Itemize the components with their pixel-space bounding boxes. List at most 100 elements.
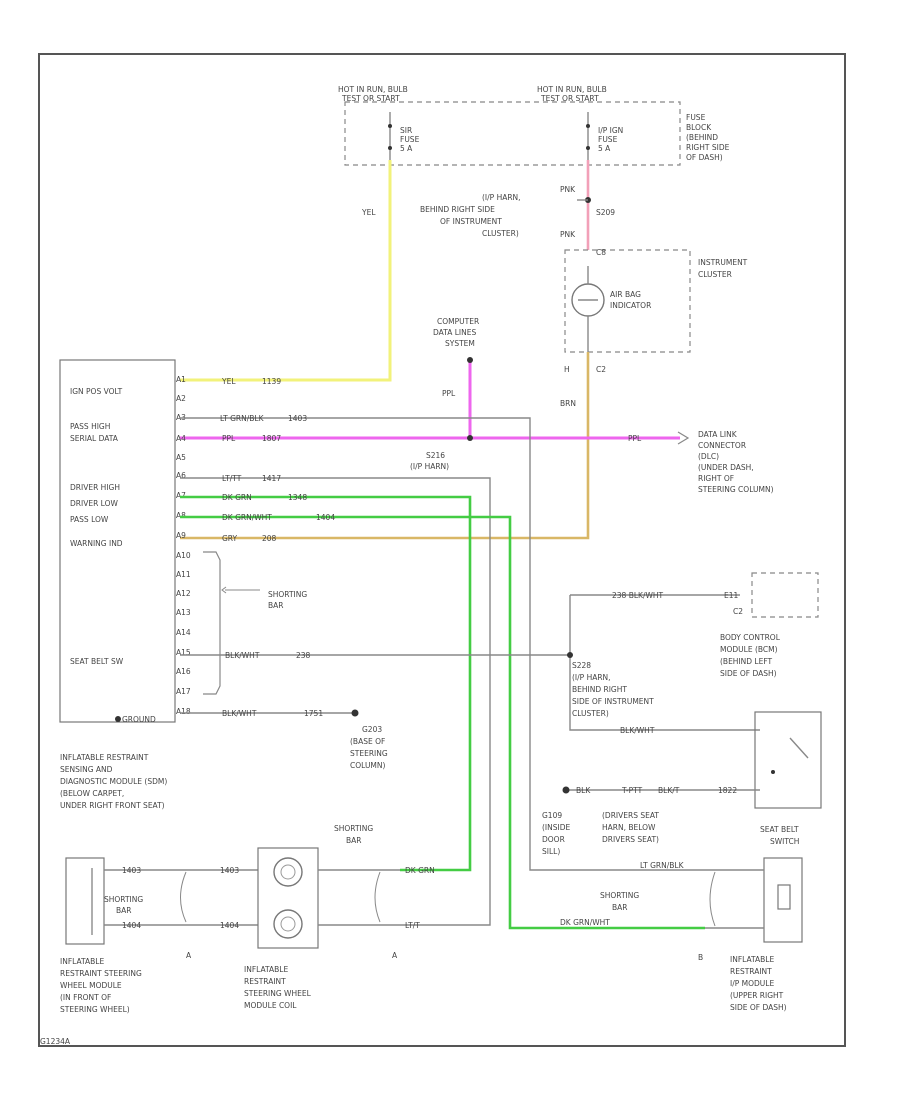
pin-a5: A5 xyxy=(176,453,186,462)
s228-splice-dot xyxy=(567,652,573,658)
g203-desc-2: STEERING xyxy=(350,749,388,758)
pin-a12: A12 xyxy=(176,589,191,598)
fuse-left-rating: 5 A xyxy=(400,144,413,153)
ip-module: LT GRN/BLK DK GRN/WHT SHORTING BAR B INF… xyxy=(560,857,803,1012)
bcm-desc-3: (BEHIND LEFT xyxy=(720,657,773,666)
diagram-frame xyxy=(38,53,846,1047)
coil-upper-inner xyxy=(280,864,296,880)
w-ltgrnblk-color: LT GRN/BLK xyxy=(220,414,265,423)
ip-shorting-bar-1: SHORTING xyxy=(600,891,639,900)
switch-contact-icon xyxy=(789,737,809,759)
g203-ground-dot xyxy=(351,709,359,717)
fuse-block: HOT IN RUN, BULB TEST OR START HOT IN RU… xyxy=(338,85,730,166)
lt-tt-wire xyxy=(180,477,491,926)
w-ppl-circuit: 1807 xyxy=(262,434,281,443)
sb-switch-2: SWITCH xyxy=(770,837,799,846)
s216-id: S216 xyxy=(426,451,445,460)
cdl-connector-dot xyxy=(467,357,473,363)
yel-power-wire xyxy=(180,160,392,382)
fuse-right-rating: 5 A xyxy=(598,144,611,153)
w-ppl-color: PPL xyxy=(222,434,236,443)
ip-desc-5: SIDE OF DASH) xyxy=(730,1003,787,1012)
g109-2: (INSIDE xyxy=(542,823,570,832)
bcm-c2: C2 xyxy=(733,607,743,616)
dlc-label-6: STEERING COLUMN) xyxy=(698,485,774,494)
sdm-shorting-bar-bracket xyxy=(203,551,221,695)
pin-a8: A8 xyxy=(176,511,186,520)
lt-grn-blk-wire xyxy=(180,417,705,871)
bcm-wire-label: 238 BLK/WHT xyxy=(612,591,664,600)
ppl-vertical-label: PPL xyxy=(442,389,456,398)
sdm-box xyxy=(59,359,176,723)
fuse-left-fuse: FUSE xyxy=(400,135,420,144)
steering-wheel-coil: SHORTING BAR A DK GRN LT/T INFLATABLE RE… xyxy=(244,824,435,1010)
s216-splice-dot xyxy=(467,435,473,441)
sw-shorting-bar-2: BAR xyxy=(116,906,132,915)
sb-harn-1: (DRIVERS SEAT xyxy=(602,811,659,820)
coil-box xyxy=(257,847,319,949)
sw-desc-2: RESTRAINT STEERING xyxy=(60,969,142,978)
w-dkgrnwht-circuit: 1404 xyxy=(316,513,335,522)
cdl-label-1: COMPUTER xyxy=(437,317,479,326)
ip-module-squib-icon xyxy=(777,884,791,910)
conn-b: B xyxy=(698,953,703,962)
s216-desc: (I/P HARN) xyxy=(410,462,449,471)
sdm-shorting-bar-2: BAR xyxy=(268,601,284,610)
s228-desc-3: SIDE OF INSTRUMENT xyxy=(572,697,654,706)
pnk-lower-label: PNK xyxy=(560,230,576,239)
pin-a4: A4 xyxy=(176,434,186,443)
dlc-label-3: (DLC) xyxy=(698,452,719,461)
lower-dkgrn-label: DK GRN xyxy=(405,866,435,875)
coil-lower-inner xyxy=(280,916,296,932)
bcm-desc-2: MODULE (BCM) xyxy=(720,645,778,654)
dlc-label-4: (UNDER DASH, xyxy=(698,463,754,472)
fuse-block-label-5: OF DASH) xyxy=(686,153,723,162)
w-ground-circuit: 1751 xyxy=(304,709,323,718)
s209-desc-4: CLUSTER) xyxy=(482,229,519,238)
sw-connector-shroud xyxy=(180,871,187,923)
sdm-desc-3: DIAGNOSTIC MODULE (SDM) xyxy=(60,777,167,786)
sw-wire-1: 1403 xyxy=(122,866,141,875)
conn-a-right: A xyxy=(392,951,398,960)
seat-belt-switch-box xyxy=(754,711,822,809)
sb-bottom-2: T-PTT xyxy=(621,786,643,795)
fuse-block-label-4: RIGHT SIDE xyxy=(686,143,730,152)
w-dkgrnwht-color: DK GRN/WHT xyxy=(222,513,272,522)
dlc-label-5: RIGHT OF xyxy=(698,474,734,483)
brn-wire-label: BRN xyxy=(560,399,576,408)
switch-contact-dot xyxy=(771,770,775,774)
w-seatbelt-circuit: 238 xyxy=(296,651,311,660)
bcm-desc-4: SIDE OF DASH) xyxy=(720,669,777,678)
sdm-label-driver-low: DRIVER LOW xyxy=(70,499,118,508)
sb-bottom-1: BLK xyxy=(576,786,591,795)
pin-a17: A17 xyxy=(176,687,191,696)
sw-wire-4: 1404 xyxy=(220,921,239,930)
ppl-right-label: PPL xyxy=(628,434,642,443)
g109-4: SILL) xyxy=(542,847,560,856)
s228-desc-2: BEHIND RIGHT xyxy=(572,685,627,694)
sw-desc-1: INFLATABLE xyxy=(60,957,104,966)
hot-right-line2: TEST OR START xyxy=(540,94,599,103)
fuse-block-label-3: (BEHIND xyxy=(686,133,718,142)
w-dkgrn-circuit: 1348 xyxy=(288,493,307,502)
sw-desc-3: WHEEL MODULE xyxy=(60,981,122,990)
bcm-pin: E11 xyxy=(724,591,739,600)
cluster-c2: C2 xyxy=(596,365,606,374)
sb-harn-2: HARN, BELOW xyxy=(602,823,656,832)
ip-ign-fuse-terminal-bottom xyxy=(586,146,590,150)
fuse-right-name: I/P IGN xyxy=(598,126,623,135)
coil-shorting-bar-2: BAR xyxy=(346,836,362,845)
s209-id: S209 xyxy=(596,208,615,217)
w-ltt-circuit: 1417 xyxy=(262,474,281,483)
ip-connector-shroud xyxy=(709,871,716,927)
dlc-label-2: CONNECTOR xyxy=(698,441,746,450)
s228-id: S228 xyxy=(572,661,591,670)
sdm-module: IGN POS VOLT PASS HIGH SERIAL DATA DRIVE… xyxy=(59,359,307,810)
cluster-h: H xyxy=(564,365,570,374)
sw-desc-5: STEERING WHEEL) xyxy=(60,1005,130,1014)
fuse-left-name: SIR xyxy=(400,126,412,135)
yel-wire-label: YEL xyxy=(361,208,376,217)
ip-ign-fuse-terminal-top xyxy=(586,124,590,128)
coil-desc-4: MODULE COIL xyxy=(244,1001,297,1010)
